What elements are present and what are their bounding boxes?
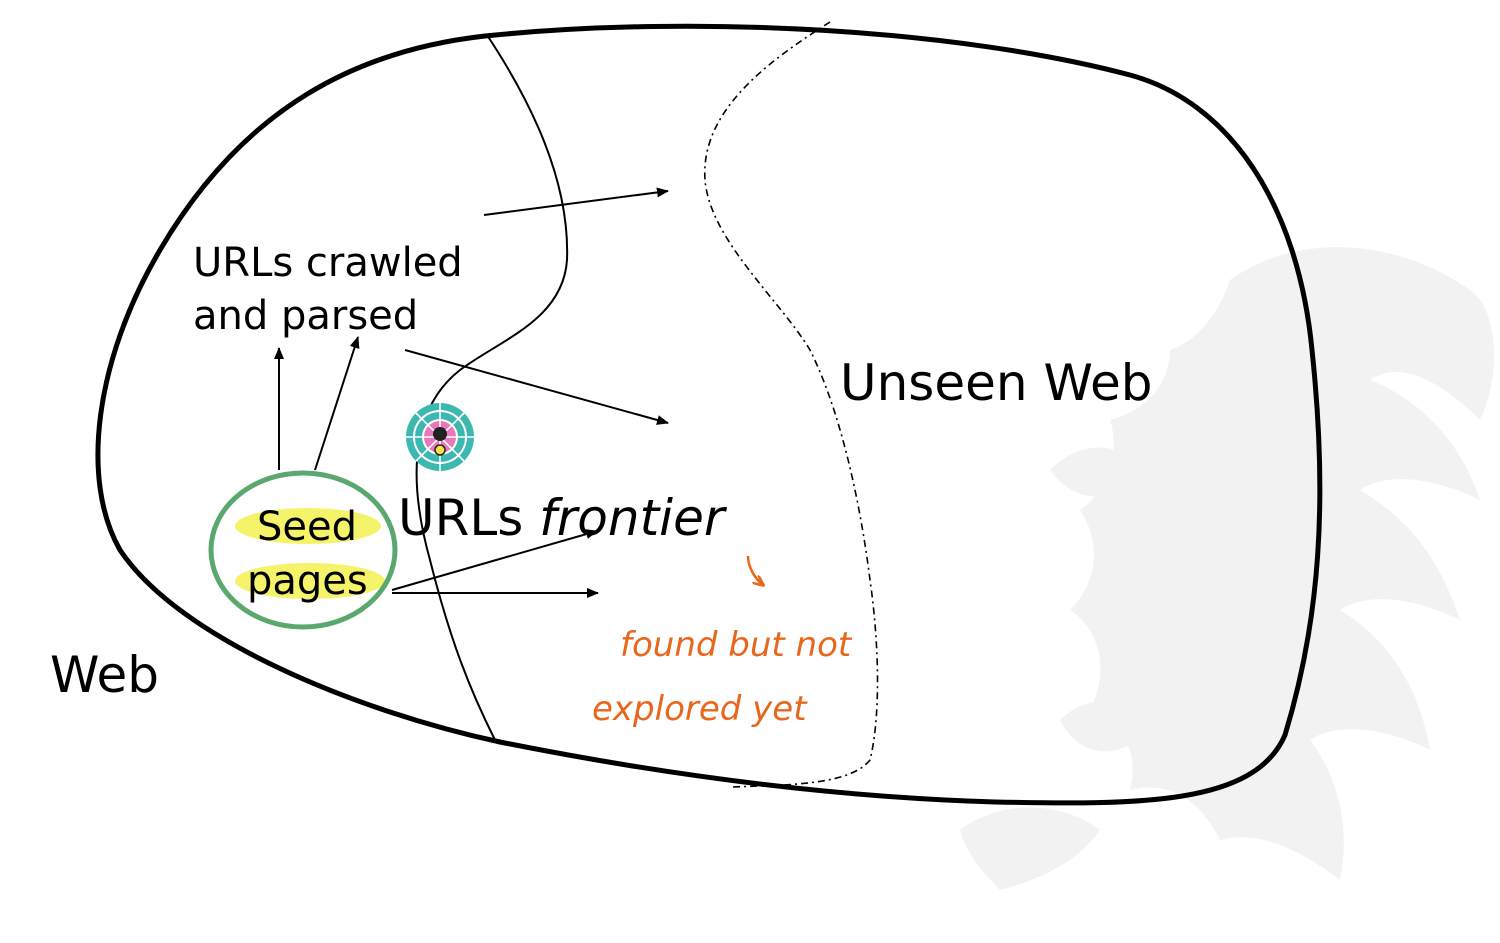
frontier-label-italic: frontier (539, 489, 728, 547)
crawled-boundary (415, 34, 569, 741)
annotation-line1: found but not (620, 625, 853, 665)
annotation-line2: explored yet (592, 689, 808, 729)
arrow-seed-to-frontier-upper (391, 529, 598, 591)
seed-label-line1: Seed (257, 504, 357, 550)
frontier-label-prefix: URLs (398, 489, 539, 547)
web-boundary (95, 23, 1323, 806)
arrow-crawled-to-frontier-top (483, 187, 669, 216)
dragon-watermark-icon (960, 247, 1494, 890)
seed-circle (208, 470, 398, 630)
seed-label-line2: pages (247, 558, 368, 604)
annotation-arrow (746, 555, 763, 585)
seed-highlight-1 (235, 508, 381, 544)
web-label: Web (50, 646, 159, 704)
frontier-label: URLs frontier (398, 489, 728, 547)
frontier-boundary (704, 21, 879, 788)
seed-highlight-2 (235, 563, 385, 599)
crawled-label-line1: URLs crawled (193, 240, 463, 286)
spider-web-icon (406, 403, 474, 471)
arrow-seed-up-right (314, 336, 360, 471)
unseen-web-label: Unseen Web (840, 354, 1152, 412)
crawled-label-line2: and parsed (193, 293, 418, 339)
arrow-crawled-to-frontier-mid (404, 349, 669, 425)
